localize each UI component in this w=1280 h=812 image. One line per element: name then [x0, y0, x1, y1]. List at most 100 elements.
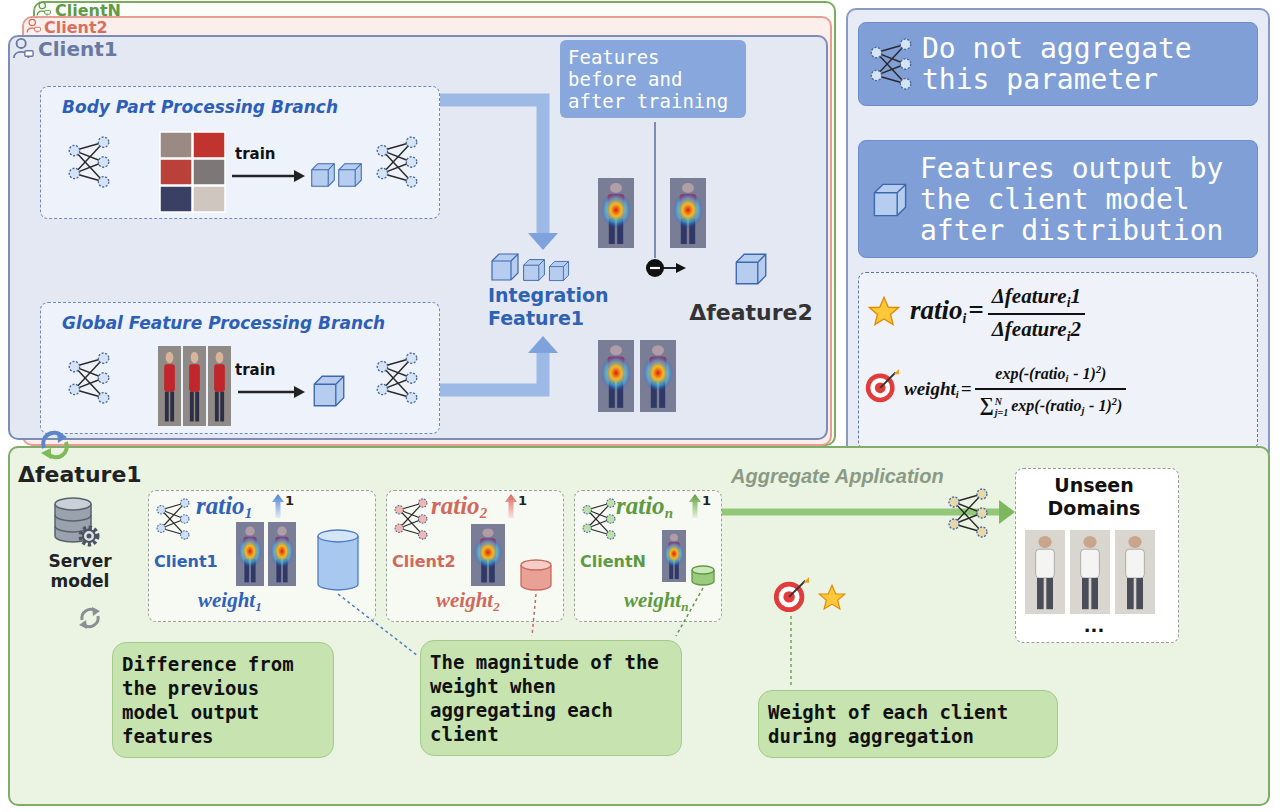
client-name: ClientN [580, 552, 646, 571]
client-card: ratio11Client1weight1 [148, 490, 376, 622]
text-slot: Δfeature2 [686, 300, 816, 326]
formula-text: Δfeature [992, 317, 1067, 341]
text-slot: Unseen Domains [1015, 474, 1173, 520]
fraction-bar: exp(-(ratioi - 1)2) [975, 364, 1126, 390]
fraction: Δfeaturei1Δfeaturei2 [988, 284, 1085, 345]
formula-text: i [1067, 295, 1071, 310]
train-label: train [235, 361, 276, 379]
formula-text: i [1067, 329, 1071, 344]
branch-box: Global Feature Processing Branch train [40, 302, 440, 434]
delta-label: Δfeature1 [18, 462, 142, 487]
client-card: ratio21Client2weight2 [386, 490, 564, 622]
formula-text: = [961, 378, 972, 399]
formula-text: i [956, 389, 959, 400]
arrow-label: 1 [285, 493, 294, 508]
weight-text: weight [624, 588, 681, 612]
text-slot: weight1 [198, 588, 262, 613]
sum-limits: Nj=1 [995, 396, 1008, 418]
formula-text: 2 [1071, 317, 1082, 341]
fraction-bar: Δfeaturei1 [988, 284, 1085, 315]
text-slot: Client1 [38, 37, 118, 61]
feature-label: Integration Feature1 [488, 284, 640, 330]
feature-label: Δfeature2 [686, 300, 816, 326]
formula-text: 2 [1096, 364, 1101, 375]
weight-text: weight [198, 588, 255, 612]
text-slot: Client1 [154, 552, 218, 572]
subscript: 2 [493, 599, 500, 614]
text-slot: ... [1015, 616, 1173, 636]
text-slot: weight2 [436, 588, 500, 613]
subscript: 2 [480, 505, 488, 521]
text-slot: ClientN [55, 1, 121, 20]
subscript: n [665, 505, 673, 521]
domain-title: Unseen Domains [1015, 474, 1173, 520]
branch-title: Body Part Processing Branch [62, 97, 338, 117]
client-panel: Client1Body Part Processing BranchtrainG… [8, 35, 828, 440]
formula-text: i [963, 311, 967, 326]
text-slot: Body Part Processing Branch [62, 96, 338, 118]
formula-text: ) [1101, 365, 1106, 382]
client-name: Client2 [392, 552, 456, 571]
formula-text: ratio [910, 295, 963, 325]
text-slot: train [235, 144, 276, 163]
text-slot: Client2 [392, 552, 456, 572]
text-slot: ClientN [580, 552, 646, 572]
text-slot: ratio2 [431, 492, 487, 521]
branch-box: Body Part Processing Branch train [40, 86, 440, 219]
text-slot: Server model [30, 551, 130, 591]
formula-text: Δfeature [992, 284, 1067, 308]
formula-text: j [1081, 405, 1084, 416]
legend-text: Do not aggregate this parameter [922, 33, 1248, 95]
callout-box: Difference from the previous model outpu… [112, 642, 334, 758]
formula-text: weight [904, 378, 956, 399]
client-name: Client1 [154, 552, 218, 571]
formula-text: ) [1117, 397, 1122, 414]
weight-text: weight [436, 588, 493, 612]
formula-text: N [995, 396, 1008, 407]
client-name: ClientN [55, 1, 121, 20]
ratio-text: ratio [431, 492, 480, 519]
text-slot: 1 [518, 490, 527, 509]
server-label: Server model [30, 551, 130, 591]
callout-text: The magnitude of the weight when aggrega… [430, 650, 672, 746]
server-node: Server model [30, 495, 136, 597]
formula-text: j=1 [995, 407, 1008, 418]
ratio-text: ratio [196, 492, 245, 519]
text-slot: Integration Feature1 [488, 284, 640, 330]
callout-box: The magnitude of the weight when aggrega… [420, 640, 682, 756]
formula-text: i [1066, 373, 1069, 384]
ratio-text: ratio [616, 492, 665, 519]
subscript: 1 [245, 505, 253, 521]
callout-box: Features before and after training [560, 40, 746, 118]
denominator: ∑Nj=1exp(-(ratioj- 1)2) [975, 390, 1126, 418]
arrow-label: 1 [518, 493, 527, 508]
legend-item: Features output by the client model afte… [858, 140, 1258, 258]
text-slot: Δfeature1 [18, 462, 142, 488]
arrow-label: 1 [702, 493, 711, 508]
formula-text: - 1) [1089, 397, 1112, 414]
text-slot: Global Feature Processing Branch [62, 312, 385, 334]
formula-box: ratioi=Δfeaturei1Δfeaturei2weighti=exp(-… [858, 272, 1258, 450]
text-slot: 1 [285, 490, 294, 509]
legend-item: Do not aggregate this parameter [858, 22, 1258, 106]
ellipsis: ... [1015, 616, 1173, 636]
text-slot: train [235, 360, 276, 379]
formula-text: 2 [1112, 396, 1117, 407]
callout-text: Difference from the previous model outpu… [122, 652, 324, 748]
feature-node: Integration Feature1 [488, 250, 646, 336]
text-slot: ratioi=Δfeaturei1Δfeaturei2 [910, 284, 1085, 345]
domain-box: Unseen Domains... [1015, 468, 1179, 643]
feature-node: Δfeature2 [686, 248, 822, 332]
text-slot: weighti=exp(-(ratioi- 1)2)∑Nj=1exp(-(rat… [904, 364, 1126, 418]
formula-text: = [968, 295, 983, 325]
text-slot: 1 [702, 490, 711, 509]
formula-text: - 1) [1073, 365, 1096, 382]
server-panel: Δfeature1Server modelratio11Client1weigh… [8, 446, 1270, 806]
denominator: Δfeaturei2 [988, 315, 1085, 344]
client-name: Client2 [44, 18, 108, 37]
client-card: ration1ClientNweightn [574, 490, 722, 622]
subscript: n [681, 599, 688, 614]
formula-text: exp(-(ratio [995, 365, 1065, 382]
subscript: 1 [255, 599, 262, 614]
